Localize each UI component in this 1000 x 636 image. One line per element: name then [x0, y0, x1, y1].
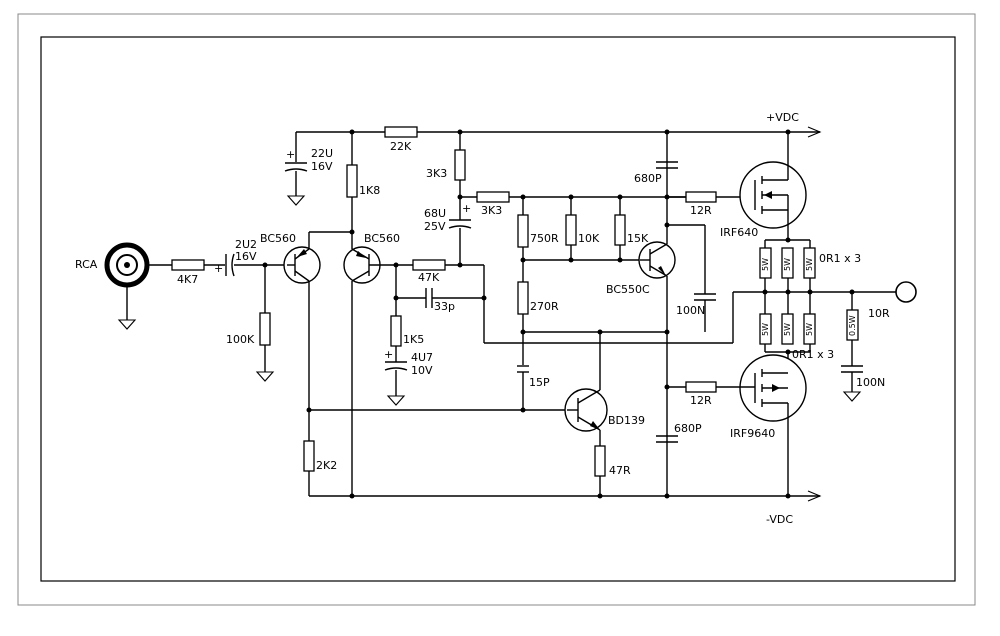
r-12r-top-label: 12R	[690, 204, 712, 217]
ground-icon	[255, 371, 275, 382]
r-270-label: 270R	[530, 300, 559, 313]
plus-sign: +	[286, 148, 295, 161]
resistor-3k3-a	[454, 149, 466, 181]
resistor-15k	[614, 214, 626, 246]
inner-frame	[40, 36, 956, 582]
q3-label: BC550C	[606, 283, 650, 296]
r-src-top-label: 0R1 x 3	[819, 252, 861, 265]
resistor-2k2	[303, 440, 315, 472]
q-vbe-label: BD139	[608, 414, 645, 427]
c-68u-voltage: 25V	[424, 220, 446, 233]
resistor-1k5	[390, 315, 402, 347]
r-47k-label: 47K	[418, 271, 440, 284]
c-100n-fb-label: 100N	[676, 304, 705, 317]
r-750-label: 750R	[530, 232, 559, 245]
plus-sign: +	[214, 262, 223, 275]
q2-label: BC560	[364, 232, 400, 245]
ground-icon	[286, 195, 306, 206]
q-bottom-label: IRF9640	[730, 427, 775, 440]
r-zobel-tag: 0.5W	[848, 315, 857, 336]
capacitor-4u7	[384, 361, 408, 371]
capacitor-68u	[448, 219, 472, 229]
r-src-bottom-label: 0R1 x 3	[792, 348, 834, 361]
rca-jack-icon[interactable]	[104, 242, 150, 288]
q1-label: BC560	[260, 232, 296, 245]
outer-frame	[17, 13, 976, 606]
r-12r-bottom-label: 12R	[690, 394, 712, 407]
r-tag: 5W	[761, 323, 770, 336]
c-680p-top-label: 680P	[634, 172, 662, 185]
resistor-47r	[594, 445, 606, 477]
resistor-100k	[259, 312, 271, 346]
c-zobel-label: 100N	[856, 376, 885, 389]
resistor-12r-bottom	[685, 381, 717, 393]
resistor-22k	[384, 126, 418, 138]
ground-icon	[386, 395, 406, 406]
transistor-icon	[343, 246, 396, 284]
r-10k-label: 10K	[578, 232, 600, 245]
c-22u-value: 22U	[311, 147, 333, 160]
r-22k-label: 22K	[390, 140, 412, 153]
ground-icon	[842, 391, 862, 402]
neg-rail-label: -VDC	[766, 513, 793, 526]
c-in-voltage: 16V	[235, 250, 257, 263]
mosfet-icon	[739, 354, 807, 422]
r-zobel-label: 10R	[868, 307, 890, 320]
c-4u7-value: 4U7	[411, 351, 433, 364]
ground-icon	[117, 319, 137, 330]
r-tag: 5W	[783, 258, 792, 271]
resistor-1k8	[346, 164, 358, 198]
r-3k3-a-label: 3K3	[426, 167, 447, 180]
c-680p-bottom-label: 680P	[674, 422, 702, 435]
arrow-icon	[807, 126, 822, 138]
r-tag: 5W	[761, 258, 770, 271]
resistor-10k	[565, 214, 577, 246]
c-33p-label: 33p	[434, 300, 455, 313]
resistor-12r-top	[685, 191, 717, 203]
resistor-270r	[517, 281, 529, 315]
rca-label: RCA	[75, 258, 98, 271]
pos-rail-label: +VDC	[766, 111, 799, 124]
r-1k8-label: 1K8	[359, 184, 380, 197]
r-tag: 5W	[783, 323, 792, 336]
c-15p-label: 15P	[529, 376, 550, 389]
r-3k3-b-label: 3K3	[481, 204, 502, 217]
plus-sign: +	[462, 202, 471, 215]
r-bias-label: 100K	[226, 333, 255, 346]
capacitor-22u	[284, 162, 308, 172]
r-1k5-label: 1K5	[403, 333, 424, 346]
mosfet-icon	[739, 161, 807, 229]
resistor-47k	[412, 259, 446, 271]
r-47r-label: 47R	[609, 464, 631, 477]
plus-sign: +	[384, 348, 393, 361]
r-tag: 5W	[805, 323, 814, 336]
resistor-3k3-b	[476, 191, 510, 203]
r-tag: 5W	[805, 258, 814, 271]
transistor-icon	[638, 241, 676, 279]
r-2k2-label: 2K2	[316, 459, 337, 472]
arrow-icon	[807, 490, 822, 502]
c-in-value: 2U2	[235, 238, 257, 251]
capacitor-2u2	[225, 253, 235, 277]
resistor-750r	[517, 214, 529, 248]
output-terminal-icon[interactable]	[895, 281, 917, 303]
c-4u7-voltage: 10V	[411, 364, 433, 377]
c-68u-value: 68U	[424, 207, 446, 220]
q-top-label: IRF640	[720, 226, 758, 239]
resistor-4k7	[171, 259, 205, 271]
r-in-label: 4K7	[177, 273, 198, 286]
transistor-icon	[564, 388, 608, 432]
r-15k-label: 15K	[627, 232, 649, 245]
c-22u-voltage: 16V	[311, 160, 333, 173]
transistor-icon	[283, 246, 321, 284]
